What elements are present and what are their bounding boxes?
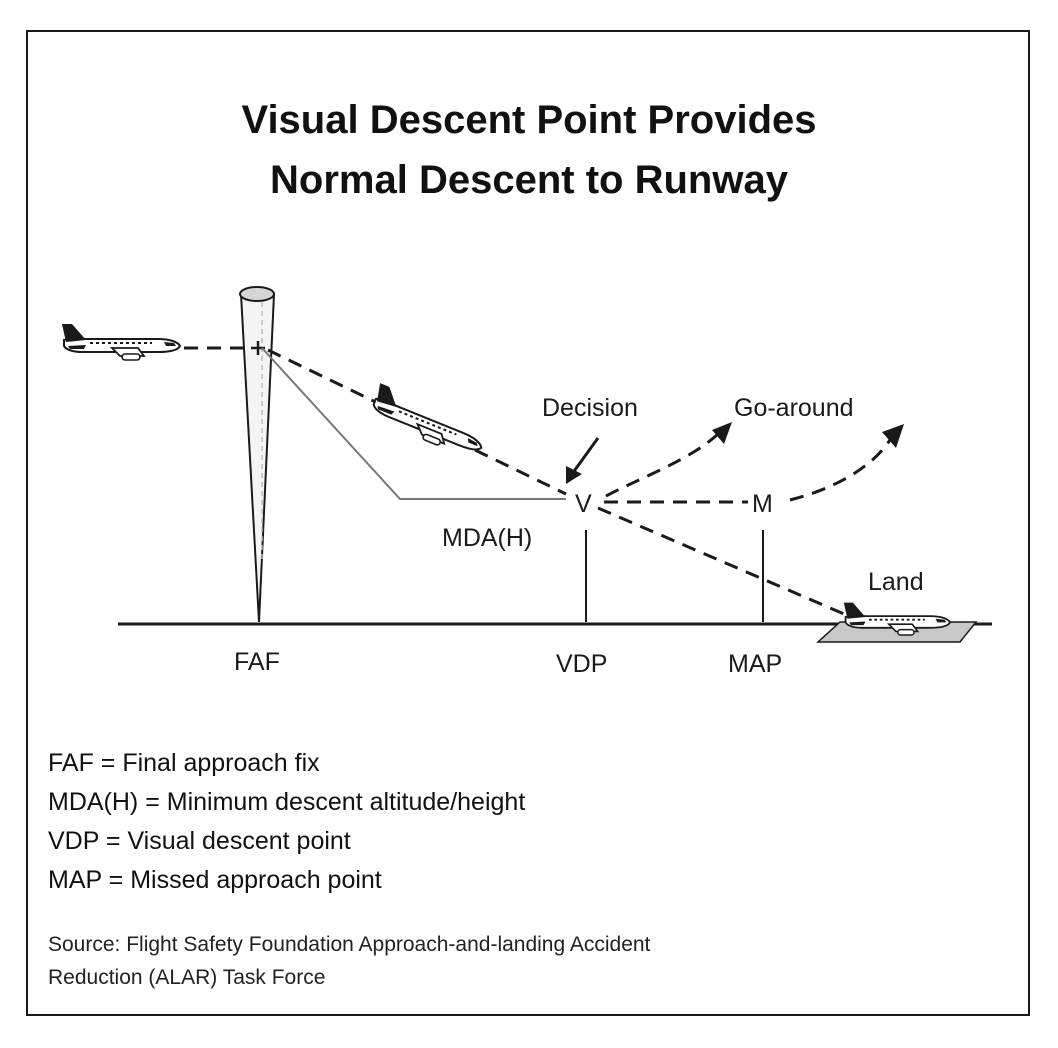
- legend-item-mdah: MDA(H) = Minimum descent altitude/height: [48, 788, 526, 816]
- landing-path: [597, 506, 845, 616]
- title-line-2: Normal Descent to Runway: [270, 158, 788, 202]
- arrow-icon: [566, 466, 582, 484]
- legend-item-vdp: VDP = Visual descent point: [48, 827, 351, 855]
- label-vdp-marker: V: [575, 490, 592, 518]
- label-mdah: MDA(H): [442, 524, 532, 552]
- arrow-icon: [712, 422, 732, 444]
- go-around-path-map: [789, 439, 892, 502]
- label-map-marker: M: [752, 490, 773, 518]
- source-line-1: Source: Flight Safety Foundation Approac…: [48, 933, 651, 956]
- mdah-line: [261, 347, 566, 500]
- source-note: Source: Flight Safety Foundation Approac…: [48, 928, 948, 994]
- label-map: MAP: [728, 650, 782, 678]
- go-around-path-vdp: [605, 432, 720, 498]
- legend: FAF = Final approach fix MDA(H) = Minimu…: [48, 744, 525, 900]
- source-line-2: Reduction (ALAR) Task Force: [48, 966, 326, 989]
- arrow-icon: [882, 424, 904, 448]
- airplane-icon: [61, 323, 181, 361]
- title-line-1: Visual Descent Point Provides: [241, 98, 817, 142]
- airplane-icon: [365, 382, 491, 462]
- decision-arrow: [570, 437, 600, 475]
- label-land: Land: [868, 568, 924, 596]
- label-decision: Decision: [542, 394, 638, 422]
- label-faf: FAF: [234, 648, 280, 676]
- legend-item-faf: FAF = Final approach fix: [48, 749, 320, 777]
- faf-beacon-cone-icon: [239, 286, 276, 623]
- legend-item-map: MAP = Missed approach point: [48, 866, 382, 894]
- label-vdp: VDP: [556, 650, 607, 678]
- figure-frame: [26, 30, 1030, 1016]
- label-go-around: Go-around: [734, 394, 854, 422]
